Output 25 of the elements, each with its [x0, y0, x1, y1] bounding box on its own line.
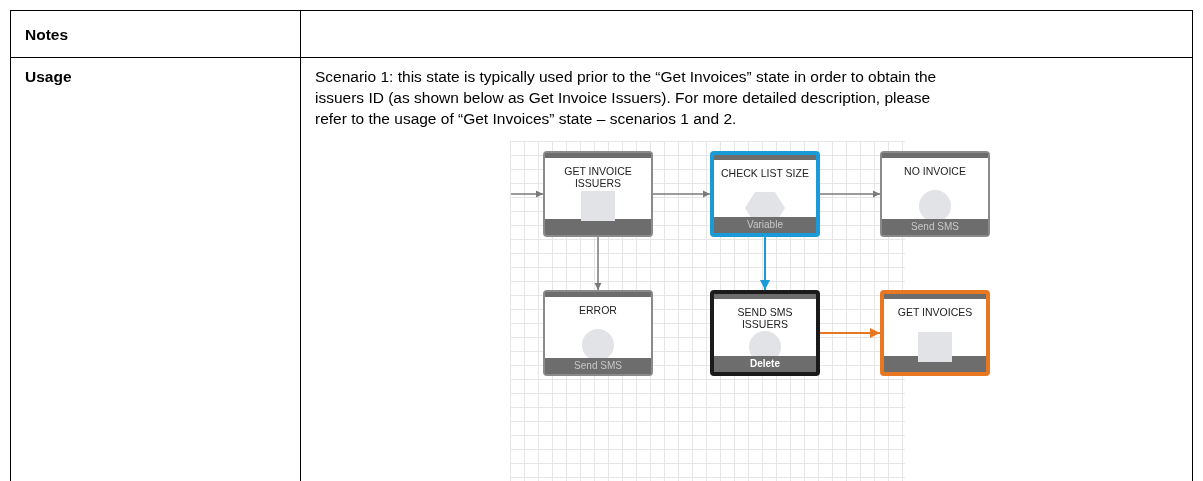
state-title: SEND SMS ISSUERS — [736, 306, 794, 330]
state-type-bar: Delete — [714, 356, 816, 372]
state-box — [543, 290, 653, 376]
arrow — [594, 236, 602, 291]
table-header-text: Usage — [25, 67, 73, 87]
state-box — [710, 151, 820, 237]
state-box — [880, 290, 990, 376]
arrow — [652, 190, 711, 198]
state-box — [880, 151, 990, 237]
arrow — [819, 328, 881, 338]
usage-paragraph: Scenario 1: this state is typically used prior to the “Get Invoices” state in order to obtain the issuers ID (as shown below as Get Invoice Issuers). For more detailed description, please refer to the usage of “Get Invoices” state – scenarios 1 and 2. — [315, 67, 938, 129]
state-title: GET INVOICE ISSUERS — [563, 165, 633, 189]
state-box — [710, 290, 820, 376]
state-title: CHECK LIST SIZE — [720, 167, 810, 179]
arrow — [819, 190, 881, 198]
arrow — [760, 236, 770, 291]
state-type-bar: Send SMS — [545, 358, 651, 374]
state-type-bar: Variable — [714, 217, 816, 233]
table-header-text: Notes — [25, 25, 70, 45]
state-title: GET INVOICES — [896, 306, 974, 318]
state-title: NO INVOICE — [903, 165, 967, 177]
state-box — [543, 151, 653, 237]
state-type-bar: Send SMS — [882, 219, 988, 235]
arrow — [510, 190, 544, 198]
state-title: ERROR — [578, 304, 618, 316]
